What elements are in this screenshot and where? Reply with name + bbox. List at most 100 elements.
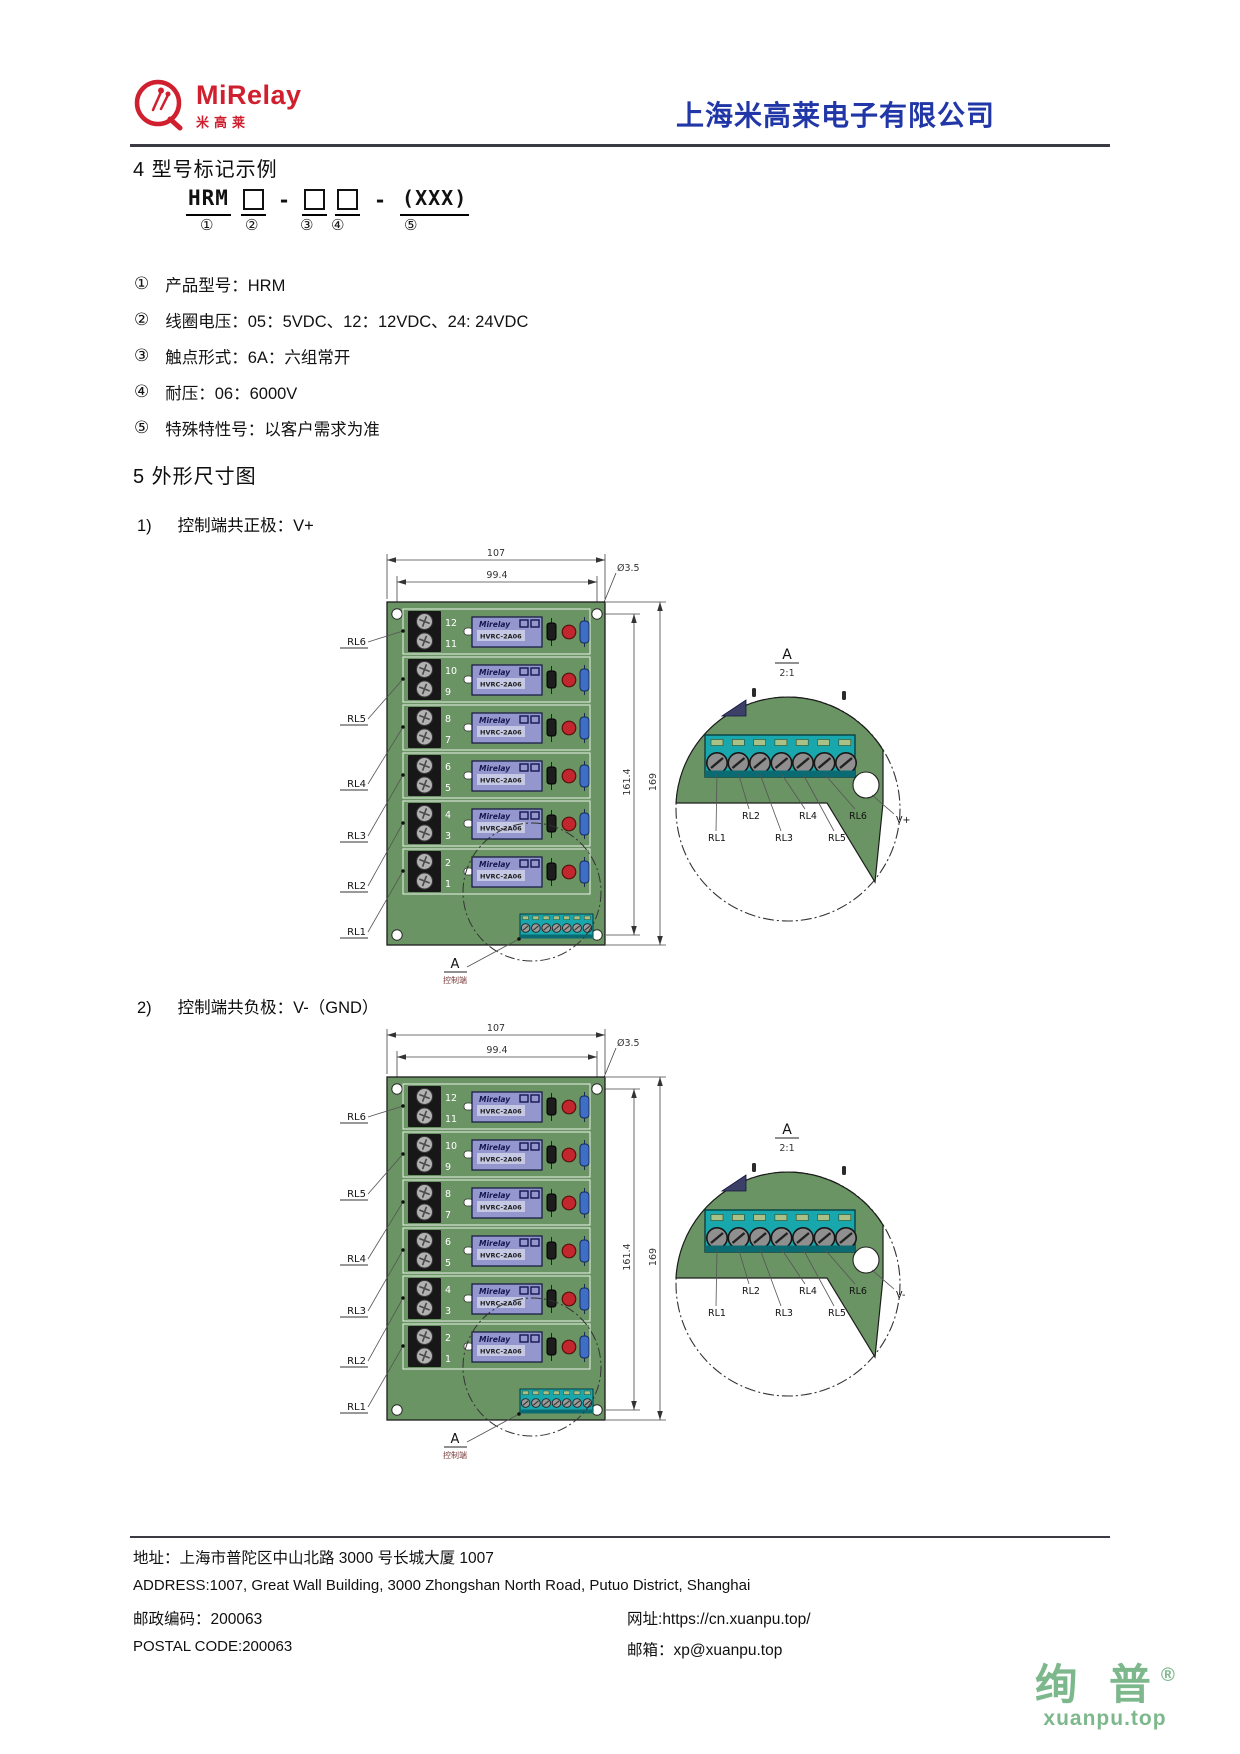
rl-label: RL5 (347, 1189, 366, 1200)
model-mark-2: ② (245, 217, 259, 234)
mirelay-logo-icon (134, 79, 183, 131)
model-suffix: (XXX) (402, 186, 468, 210)
resistor (579, 860, 590, 884)
relay-brand-text: Mirelay (479, 716, 511, 725)
control-callout-label: A (451, 1432, 460, 1447)
terminal-number: 11 (445, 1114, 457, 1125)
terminal-number: 8 (445, 714, 451, 725)
terminal-number: 12 (445, 618, 457, 629)
terminal-number: 6 (445, 762, 451, 773)
model-separator-2: - (373, 188, 387, 212)
footer-divider (130, 1536, 1110, 1538)
detail-rl-label: RL3 (775, 833, 793, 844)
detail-rl-label: RL6 (849, 1286, 867, 1297)
resistor (579, 1239, 590, 1263)
detail-rl-label: RL5 (828, 1308, 846, 1319)
rl-label: RL5 (347, 714, 366, 725)
led-indicator (561, 1147, 577, 1163)
footer-address-cn: 地址：上海市普陀区中山北路 3000 号长城大厦 1007 (133, 1550, 494, 1567)
terminal-number: 5 (445, 783, 451, 794)
mounting-hole (391, 608, 403, 620)
resistor (579, 764, 590, 788)
terminal-number: 7 (445, 1210, 451, 1221)
mounting-hole (391, 929, 403, 941)
terminal-number: 9 (445, 1162, 451, 1173)
detail-rl-label: RL2 (742, 811, 760, 822)
detail-mounting-hole (852, 1246, 880, 1274)
model-suffix-underline: (XXX) (400, 186, 470, 216)
relay-model-text: HVRC-2A06 (480, 729, 522, 737)
control-callout-label: A (451, 957, 460, 972)
terminal-number: 8 (445, 1189, 451, 1200)
variant1-number: 1) (137, 517, 152, 535)
rl-label: RL6 (347, 1112, 366, 1123)
diode (546, 622, 557, 641)
terminal-number: 11 (445, 639, 457, 650)
model-code-diagram: HRM - - (XXX) (186, 186, 470, 216)
relay-brand-text: Mirelay (479, 1239, 511, 1248)
terminal-number: 4 (445, 810, 451, 821)
website-link[interactable]: https://cn.xuanpu.top/ (662, 1611, 811, 1628)
svg-text:169: 169 (648, 1248, 659, 1266)
detail-view-label: A (782, 647, 792, 663)
polarity-label: V+ (896, 815, 910, 826)
spec-item-text: 特殊特性号：以客户需求为准 (165, 421, 380, 439)
resistor (579, 1143, 590, 1167)
led-indicator (561, 1195, 577, 1211)
terminal-number: 2 (445, 1333, 451, 1344)
relay-brand-text: Mirelay (479, 860, 511, 869)
relay-brand-text: Mirelay (479, 1143, 511, 1152)
rl-label: RL2 (347, 1356, 366, 1367)
terminal-number: 1 (445, 1354, 451, 1365)
brand-name: MiRelay (196, 80, 302, 110)
relay-brand-text: Mirelay (479, 620, 511, 629)
relay-brand-text: Mirelay (479, 812, 511, 821)
pcb-board: 1211MirelayHVRC-2A06109MirelayHVRC-2A068… (386, 601, 606, 946)
relay-model-text: HVRC-2A06 (480, 1108, 522, 1116)
model-separator-1: - (277, 188, 290, 212)
rl-label: RL3 (347, 831, 366, 842)
footer-address-en: ADDRESS:1007, Great Wall Building, 3000 … (133, 1577, 751, 1594)
diode (546, 1193, 557, 1212)
svg-text:99.4: 99.4 (486, 570, 507, 581)
email-link[interactable]: xp@xuanpu.top (673, 1642, 783, 1659)
mounting-hole (591, 1083, 603, 1095)
terminal-number: 2 (445, 858, 451, 869)
relay-brand-text: Mirelay (479, 764, 511, 773)
led-indicator (561, 864, 577, 880)
footer-email-row: 邮箱：xp@xuanpu.top (627, 1638, 782, 1660)
variant2-number: 2) (137, 999, 152, 1017)
resistor (579, 1287, 590, 1311)
svg-text:99.4: 99.4 (486, 1045, 507, 1056)
spec-item-num: ③ (134, 346, 150, 365)
footer-postal-en: POSTAL CODE:200063 (133, 1638, 293, 1655)
variant2-heading: 2) 控制端共负极：V-（GND） (137, 994, 378, 1018)
watermark-text: 绚 普 (1035, 1661, 1161, 1708)
relay-brand-text: Mirelay (479, 1095, 511, 1104)
detail-rl-label: RL4 (799, 1286, 817, 1297)
relay-model-text: HVRC-2A06 (480, 1252, 522, 1260)
variant2-text: 控制端共负极：V-（GND） (177, 999, 379, 1017)
detail-rl-label: RL1 (708, 833, 726, 844)
xuanpu-watermark: 绚 普® xuanpu.top (1010, 1661, 1200, 1730)
mounting-hole (391, 1404, 403, 1416)
model-mark-4: ④ (331, 217, 345, 234)
mounting-hole (591, 608, 603, 620)
led-indicator (561, 768, 577, 784)
